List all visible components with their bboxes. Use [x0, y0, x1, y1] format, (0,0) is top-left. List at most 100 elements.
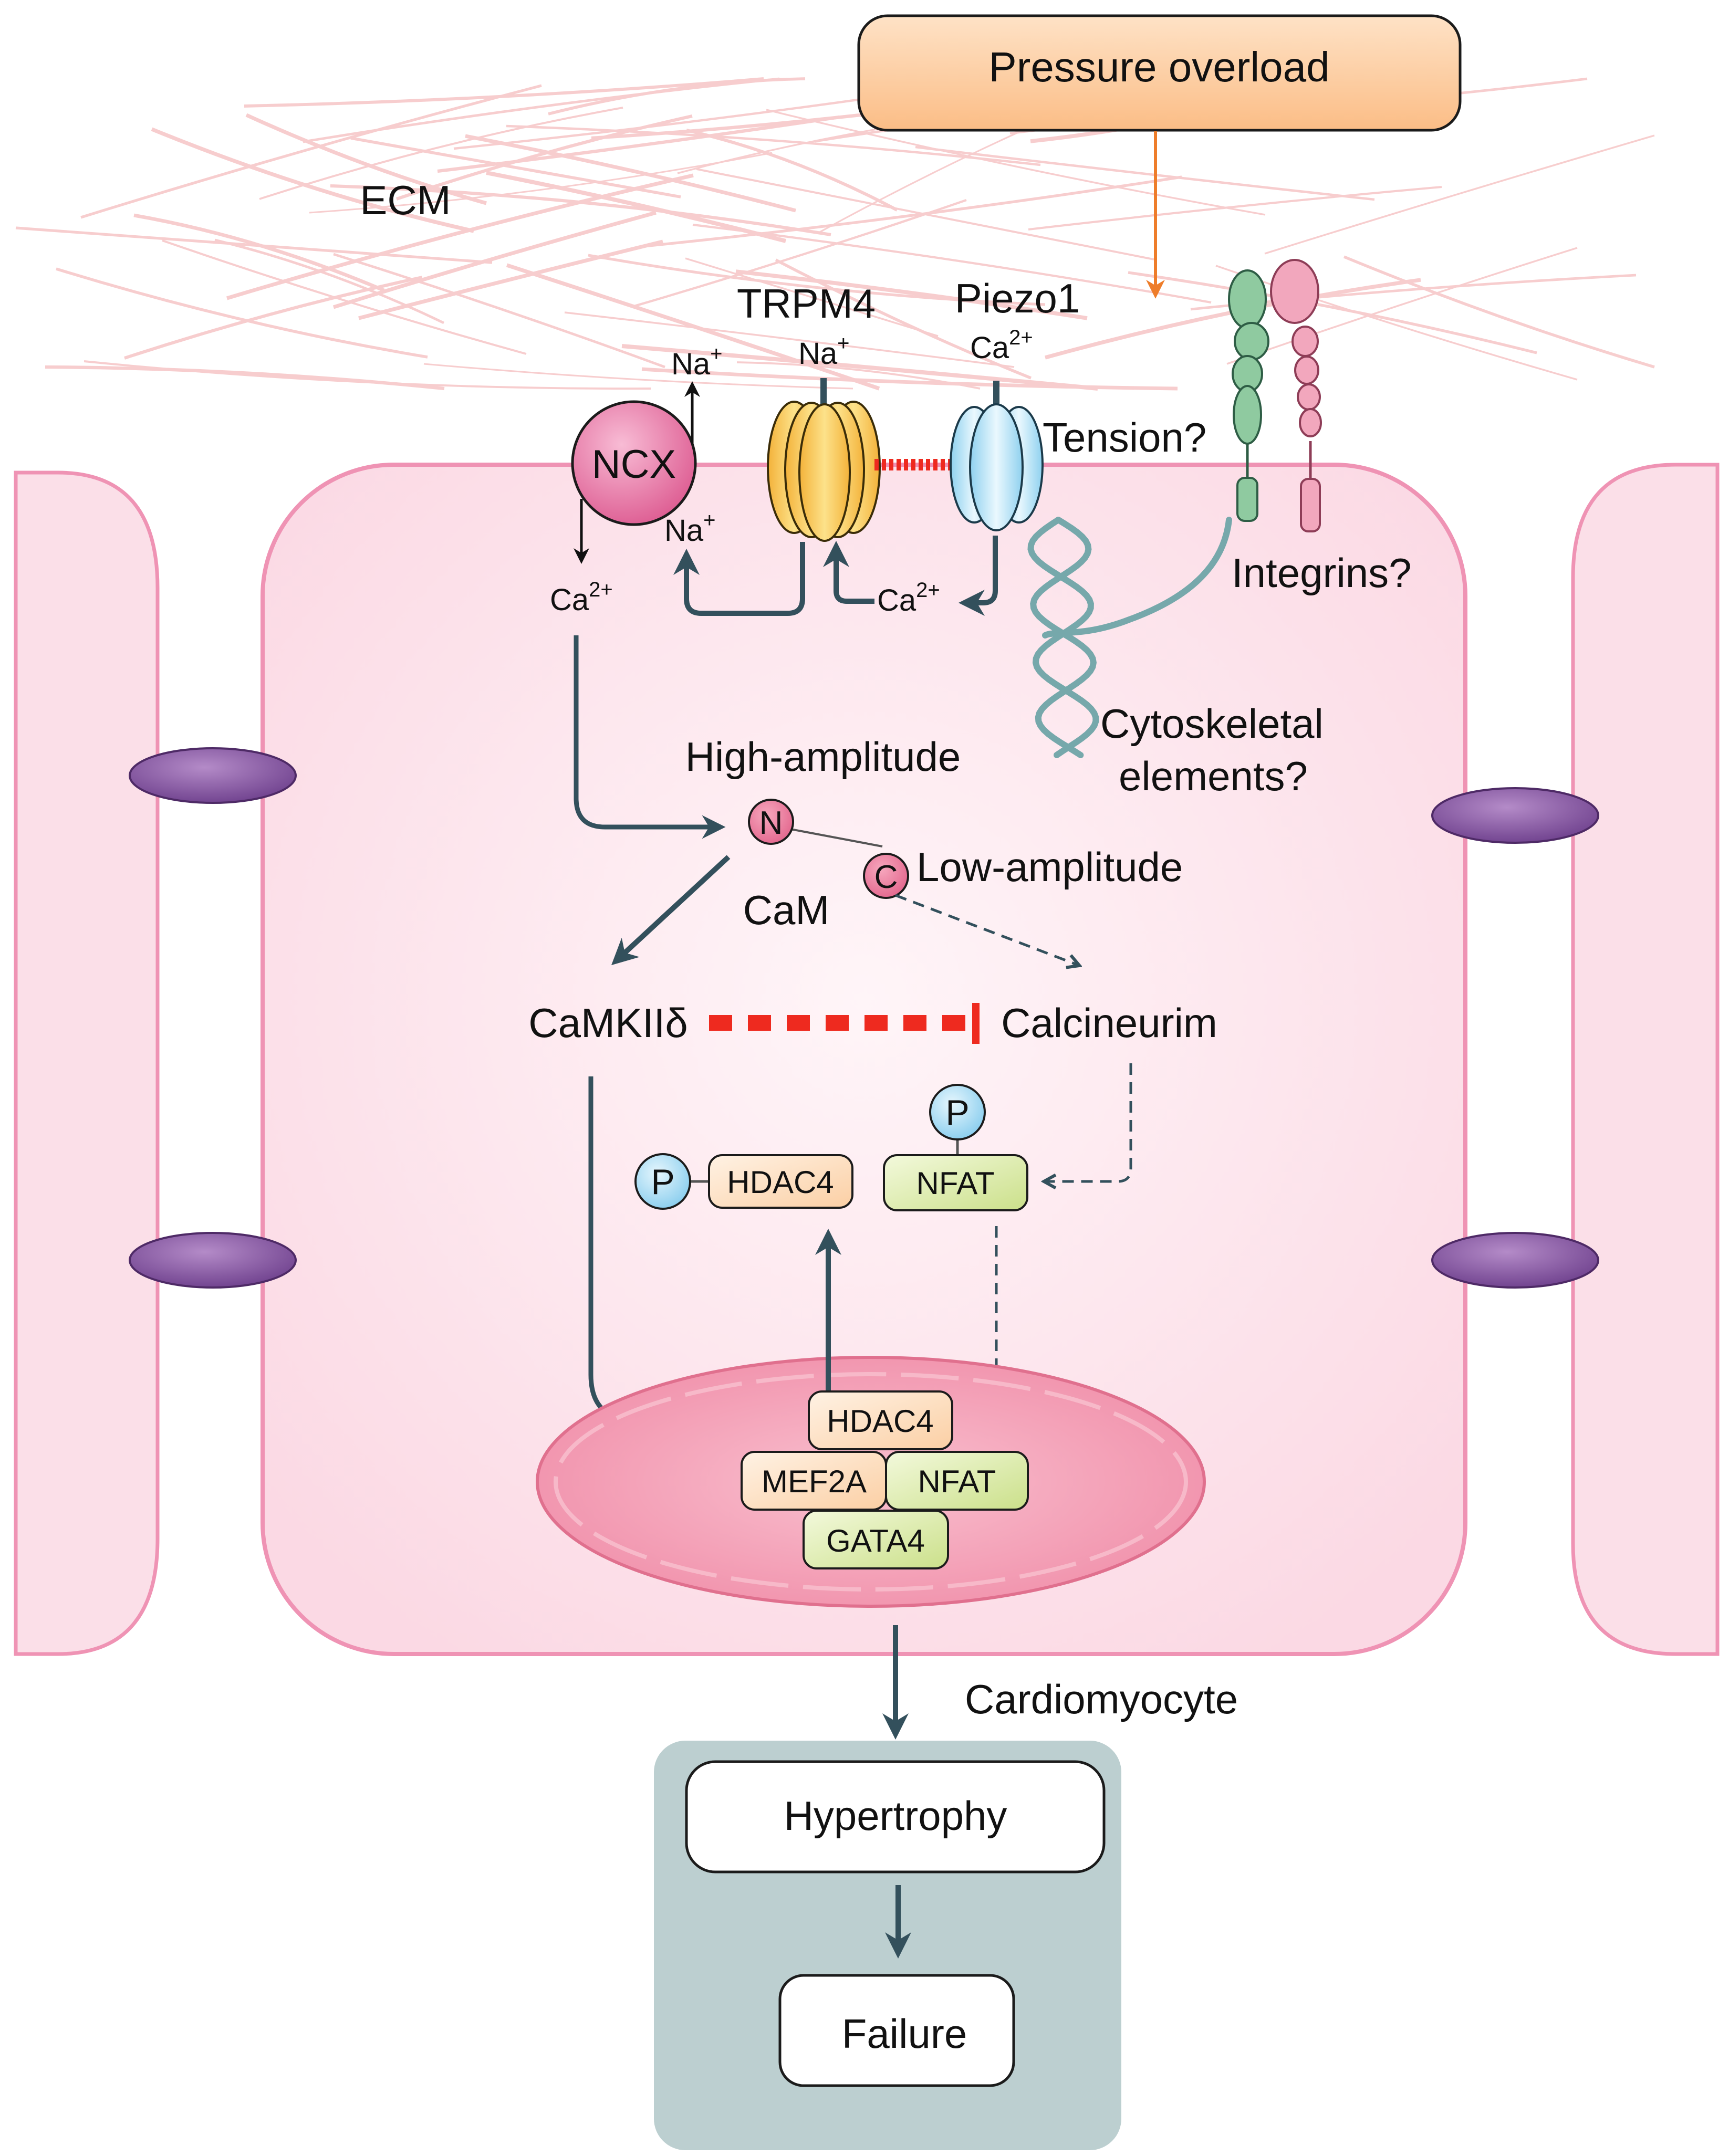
- gata4-box: [803, 1510, 949, 1569]
- tension-label: Tension?: [1043, 414, 1206, 460]
- ecm-fiber: [124, 276, 423, 360]
- ecm-fiber: [506, 263, 880, 391]
- failure-box: [778, 1974, 1015, 2087]
- hypertrophy-label: Hypertrophy: [784, 1793, 1007, 1839]
- left-neighbor-cell: [14, 470, 160, 1656]
- phospho-nfat-label: P: [945, 1093, 969, 1133]
- cytoskeletal-label-line2: elements?: [1119, 753, 1308, 799]
- cam-n-lobe: [748, 799, 794, 845]
- hypertrophy-box: [685, 1760, 1106, 1874]
- na-ion-ncx-top: Na+: [671, 342, 723, 381]
- ecm-fiber: [1264, 134, 1655, 255]
- ecm-fiber: [162, 239, 527, 355]
- cam-label: CaM: [743, 887, 830, 933]
- integrin-pink: [1270, 259, 1322, 532]
- ncx-label: NCX: [592, 442, 676, 487]
- cam-to-camkii-arrow: [611, 855, 731, 966]
- ecm-fiber: [766, 109, 1266, 216]
- cam-to-calcineurin-arrow: [895, 894, 1078, 965]
- nfat-nucleus-label: NFAT: [918, 1464, 996, 1499]
- hdac4-nucleus-box: [808, 1390, 953, 1450]
- integrin-pair: [1228, 259, 1322, 532]
- calcineurin-to-nfat-arrow: [1045, 1063, 1132, 1181]
- trpm4-label: TRPM4: [737, 280, 876, 327]
- ecm-fiber: [1028, 185, 1442, 231]
- ecm-fiber: [303, 77, 780, 143]
- piezo1-ca-to-trpm4-arrow: [823, 541, 874, 604]
- cam-n-label: N: [759, 805, 783, 841]
- nfat-cytoplasm-box: [883, 1154, 1028, 1211]
- ecm-fiber: [686, 129, 898, 212]
- high-amplitude-label: High-amplitude: [685, 734, 961, 780]
- integrins-label: Integrins?: [1232, 550, 1412, 596]
- ecm-fiber: [332, 211, 657, 309]
- nfat-cytoplasm-label: NFAT: [916, 1166, 995, 1201]
- ecm-fiber: [15, 226, 493, 264]
- ecm-fiber: [214, 238, 445, 325]
- junction-right-lower: [1431, 1232, 1599, 1289]
- mef2a-label: MEF2A: [762, 1464, 867, 1499]
- trpm4-na-loop-arrow: [673, 542, 805, 616]
- ncx-exchanger: [571, 400, 697, 526]
- gata4-label: GATA4: [826, 1523, 925, 1558]
- ca-ion-ncx-inside: Ca2+: [550, 578, 613, 617]
- pressure-overload-label: Pressure overload: [988, 44, 1329, 90]
- pressure-overload-box: [857, 14, 1462, 132]
- junction-right-upper: [1431, 787, 1599, 844]
- ecm-fiber: [245, 113, 487, 205]
- ecm-fiber: [259, 107, 623, 200]
- trpm4-channel: [767, 378, 881, 542]
- integrin-green: [1228, 269, 1269, 522]
- low-amplitude-label: Low-amplitude: [916, 844, 1183, 890]
- ecm-fiber: [1343, 255, 1655, 369]
- na-ion-trpm4-top: Na+: [798, 332, 850, 371]
- ecm-fiber: [358, 239, 663, 320]
- phospho-nfat: [929, 1084, 986, 1140]
- cam-c-lobe: [863, 853, 909, 899]
- ecm-fiber: [506, 124, 1041, 166]
- ecm-fiber: [423, 363, 853, 390]
- camkii-label: CaMKIIδ: [528, 1000, 688, 1046]
- ecm-label: ECM: [360, 177, 451, 223]
- ecm-fiber: [643, 175, 1182, 248]
- phospho-hdac4: [634, 1153, 691, 1210]
- piezo1-channel: [950, 381, 1044, 531]
- cytoskeleton-filament: [1027, 517, 1232, 758]
- ecm-fiber: [80, 84, 542, 219]
- piezo1-ca-influx-arrow: [959, 536, 998, 616]
- ecm-fiber: [244, 77, 764, 108]
- failure-label: Failure: [842, 2011, 967, 2057]
- cardiomyocyte-label: Cardiomyocyte: [965, 1676, 1238, 1722]
- phospho-hdac4-label: P: [651, 1162, 674, 1202]
- ecm-fiber: [350, 137, 681, 198]
- ecm-fiber: [151, 127, 474, 233]
- piezo1-label: Piezo1: [955, 275, 1080, 321]
- ecm-fiber: [564, 311, 1015, 368]
- junction-left-lower: [129, 1232, 297, 1289]
- ca-to-cam-arrow: [574, 635, 726, 839]
- ecm-fiber: [330, 184, 831, 237]
- ecm-fiber: [775, 258, 1032, 380]
- ecm-fiber: [1226, 247, 1578, 365]
- ecm-fiber: [56, 267, 428, 359]
- ecm-fiber: [915, 145, 1375, 201]
- ecm-fiber: [1215, 265, 1578, 381]
- nfat-nucleus-box: [885, 1451, 1029, 1511]
- ca-ion-piezo1-inside: Ca2+: [877, 579, 940, 618]
- cam-c-label: C: [874, 859, 898, 895]
- ecm-fiber: [226, 173, 694, 300]
- ca-ion-piezo1-top: Ca2+: [970, 326, 1033, 365]
- right-neighbor-cell: [1571, 463, 1720, 1656]
- ecm-fiber: [632, 198, 967, 308]
- hdac4-cytoplasm-box: [708, 1154, 853, 1209]
- cytoskeletal-label-line1: Cytoskeletal: [1100, 700, 1324, 747]
- ecm-fiber: [621, 344, 1098, 391]
- ecm-fiber: [736, 361, 981, 390]
- hdac4-cytoplasm-label: HDAC4: [727, 1165, 834, 1200]
- calcineurin-label: Calcineurim: [1001, 1000, 1217, 1046]
- ecm-fiber: [465, 134, 796, 213]
- ecm-fiber: [641, 367, 1178, 391]
- ecm-fiber: [685, 257, 939, 337]
- ecm-fiber: [333, 253, 665, 369]
